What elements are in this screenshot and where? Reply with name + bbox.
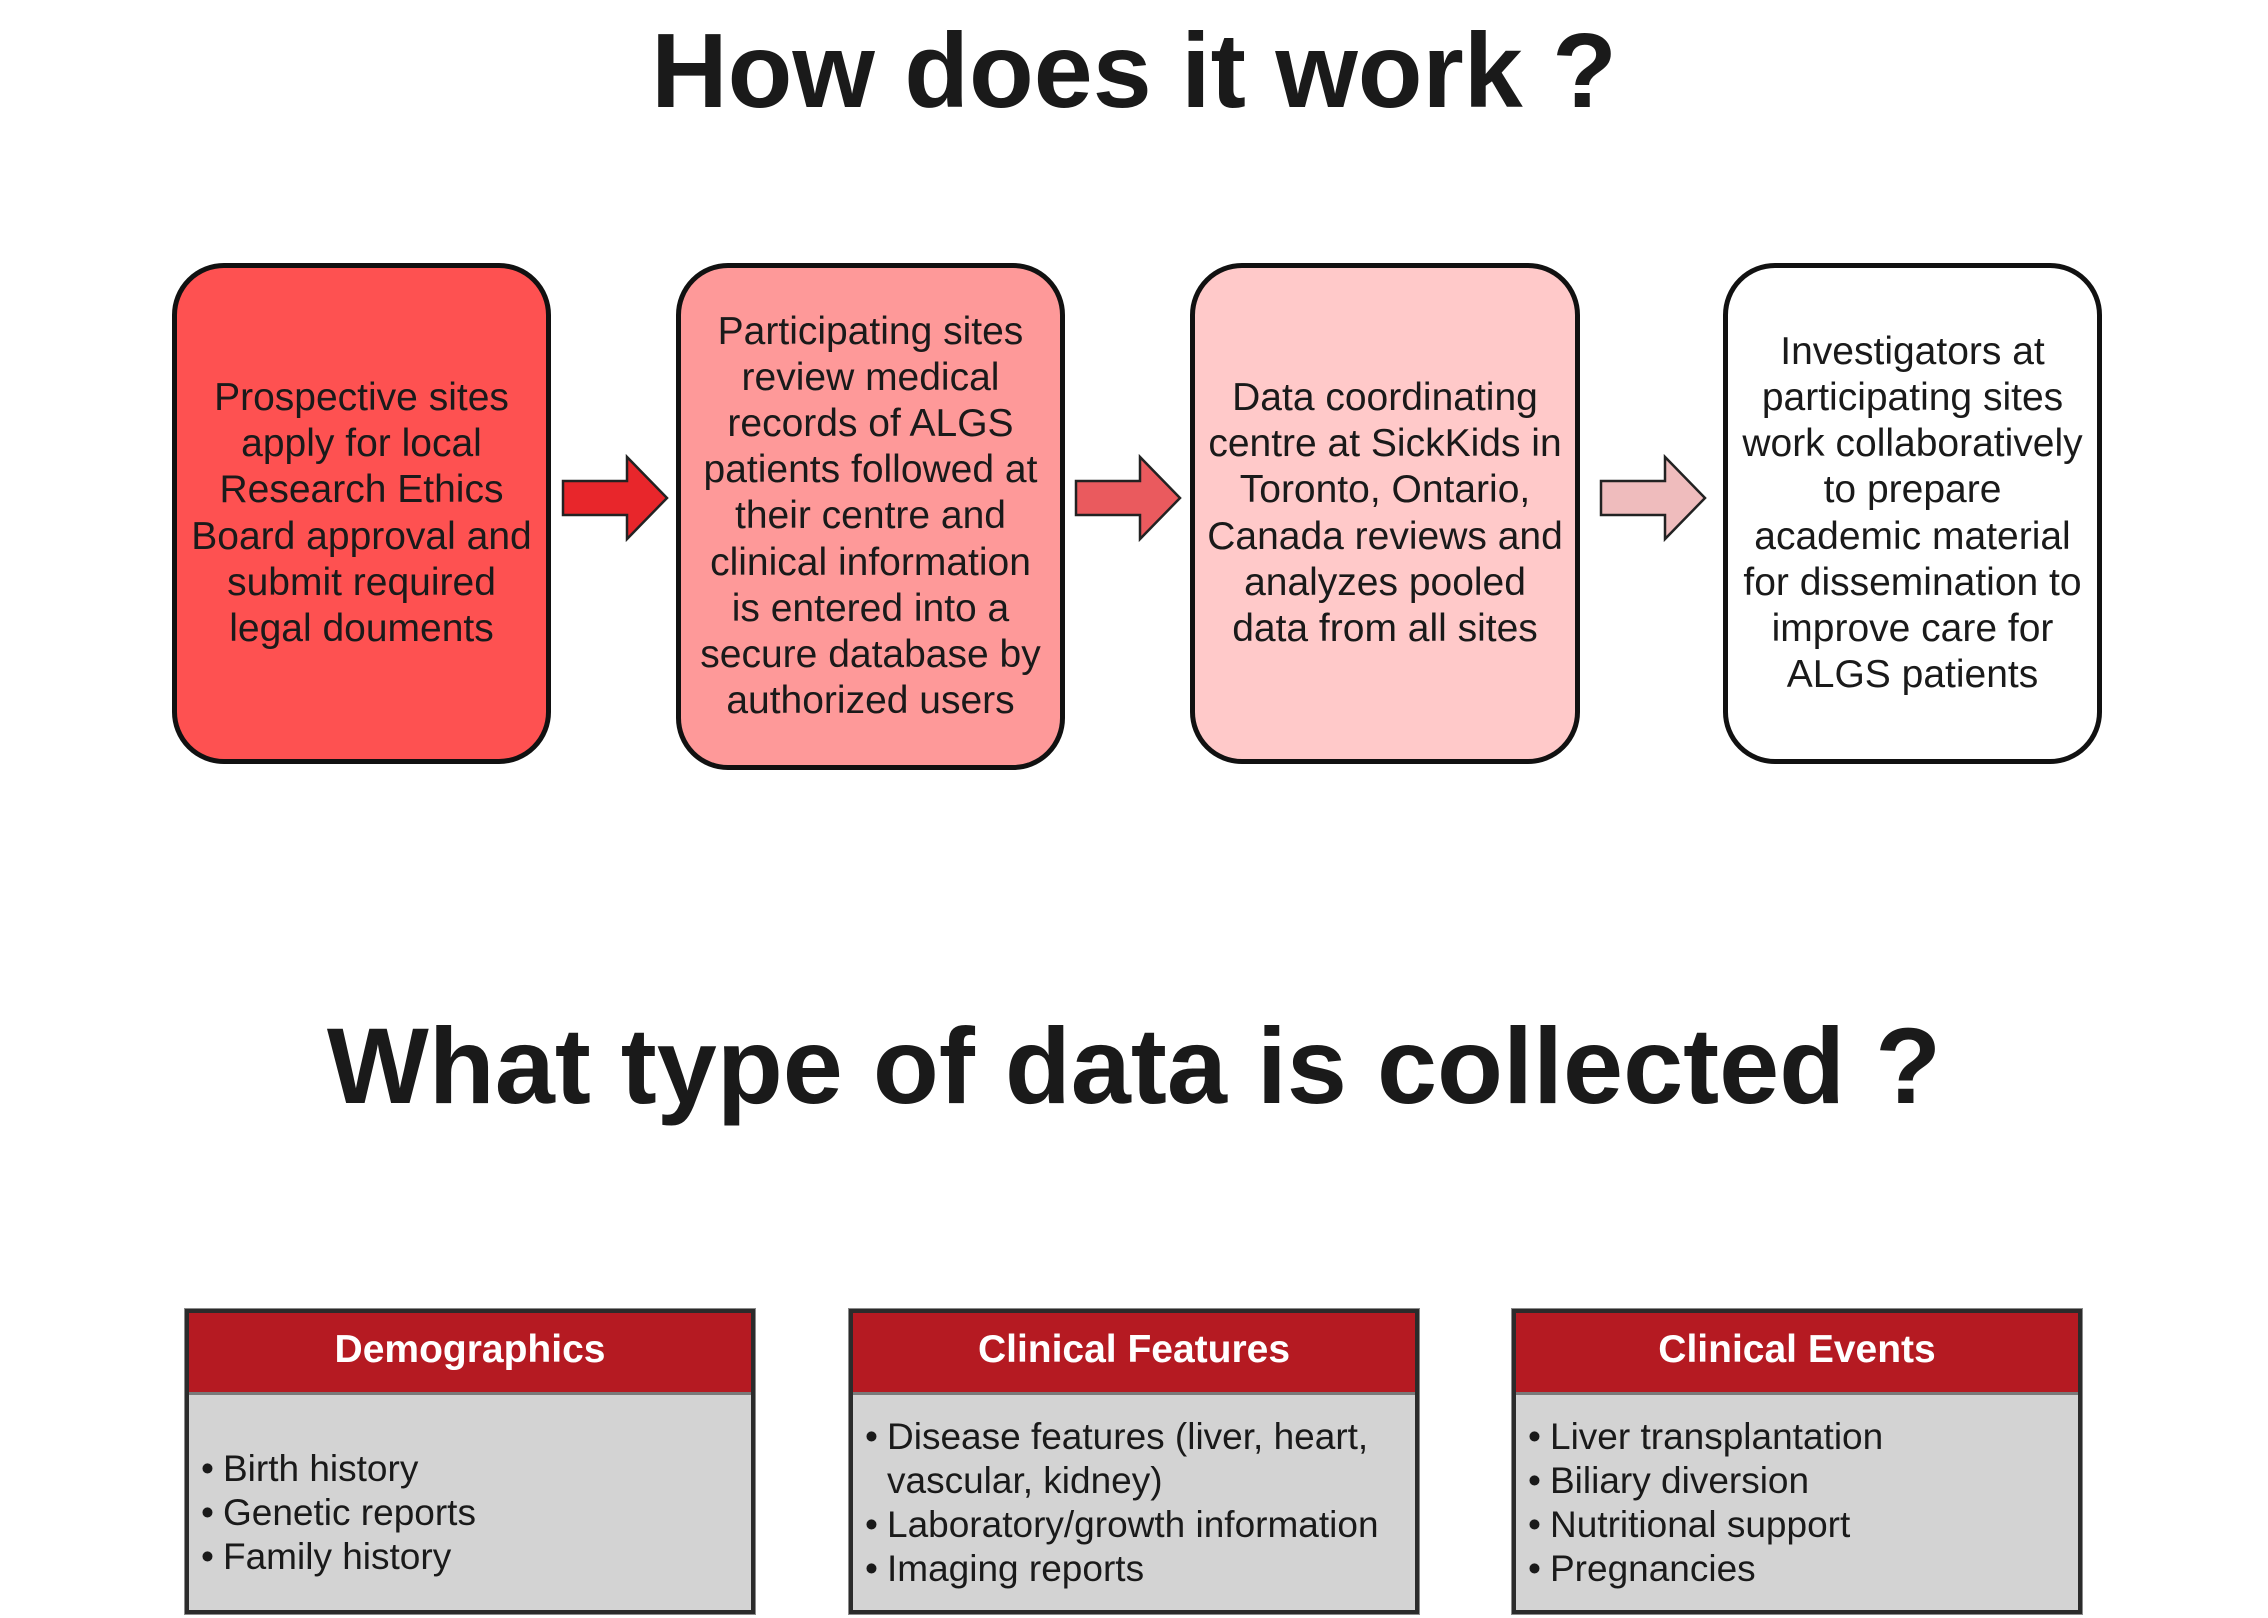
bullet-icon: • bbox=[1528, 1460, 1541, 1501]
list-item-text: Biliary diversion bbox=[1550, 1460, 1810, 1501]
card-demographics: Demographics •Birth history •Genetic rep… bbox=[185, 1309, 755, 1614]
bullet-icon: • bbox=[201, 1536, 214, 1577]
card-list: •Liver transplantation •Biliary diversio… bbox=[1516, 1395, 2078, 1591]
card-list: •Birth history •Genetic reports •Family … bbox=[189, 1395, 751, 1579]
bullet-icon: • bbox=[865, 1416, 878, 1457]
card-clinical-events: Clinical Events •Liver transplantation •… bbox=[1512, 1309, 2082, 1614]
list-item: •Disease features (liver, heart, vascula… bbox=[863, 1415, 1405, 1503]
list-item: •Birth history bbox=[199, 1447, 741, 1491]
list-item: •Biliary diversion bbox=[1526, 1459, 2068, 1503]
list-item-text: Genetic reports bbox=[223, 1492, 476, 1533]
bullet-icon: • bbox=[201, 1448, 214, 1489]
card-clinical-features: Clinical Features •Disease features (liv… bbox=[849, 1309, 1419, 1614]
title-data-collected: What type of data is collected ? bbox=[326, 1005, 1942, 1126]
process-step-3: Data coordinating centre at SickKids in … bbox=[1190, 263, 1580, 764]
arrow-shape bbox=[1074, 453, 1182, 543]
bullet-icon: • bbox=[201, 1492, 214, 1533]
bullet-icon: • bbox=[1528, 1504, 1541, 1545]
list-item-text: Imaging reports bbox=[887, 1548, 1145, 1589]
process-step-2: Participating sites review medical recor… bbox=[676, 263, 1065, 770]
bullet-icon: • bbox=[865, 1548, 878, 1589]
title-how-it-works: How does it work ? bbox=[651, 12, 1617, 130]
card-header: Clinical Features bbox=[853, 1313, 1415, 1395]
list-item: •Nutritional support bbox=[1526, 1503, 2068, 1547]
card-list: •Disease features (liver, heart, vascula… bbox=[853, 1395, 1415, 1591]
process-step-text: Prospective sites apply for local Resear… bbox=[191, 376, 532, 650]
process-step-4: Investigators at participating sites wor… bbox=[1723, 263, 2102, 764]
bullet-icon: • bbox=[1528, 1416, 1541, 1457]
process-step-text: Data coordinating centre at SickKids in … bbox=[1207, 376, 1563, 650]
list-item-text: Liver transplantation bbox=[1550, 1416, 1884, 1457]
list-item: •Laboratory/growth information bbox=[863, 1503, 1405, 1547]
card-header: Clinical Events bbox=[1516, 1313, 2078, 1395]
list-item: •Pregnancies bbox=[1526, 1547, 2068, 1591]
list-item-text: Nutritional support bbox=[1550, 1504, 1851, 1545]
list-item-text: Laboratory/growth information bbox=[887, 1504, 1379, 1545]
list-item-text: Pregnancies bbox=[1550, 1548, 1756, 1589]
list-item-text: Family history bbox=[223, 1536, 452, 1577]
list-item: •Imaging reports bbox=[863, 1547, 1405, 1591]
process-step-text: Investigators at participating sites wor… bbox=[1742, 330, 2083, 696]
list-item-text: Birth history bbox=[223, 1448, 419, 1489]
bullet-icon: • bbox=[865, 1504, 878, 1545]
arrow-right-icon bbox=[1599, 453, 1707, 543]
card-header: Demographics bbox=[189, 1313, 751, 1395]
arrow-shape bbox=[1599, 453, 1707, 543]
process-step-text: Participating sites review medical recor… bbox=[700, 310, 1041, 722]
list-item-text: Disease features (liver, heart, vascular… bbox=[887, 1416, 1369, 1501]
list-item: •Liver transplantation bbox=[1526, 1415, 2068, 1459]
arrow-shape bbox=[561, 453, 669, 543]
list-item: •Genetic reports bbox=[199, 1491, 741, 1535]
bullet-icon: • bbox=[1528, 1548, 1541, 1589]
arrow-right-icon bbox=[561, 453, 669, 543]
list-item: •Family history bbox=[199, 1535, 741, 1579]
process-step-1: Prospective sites apply for local Resear… bbox=[172, 263, 551, 764]
arrow-right-icon bbox=[1074, 453, 1182, 543]
